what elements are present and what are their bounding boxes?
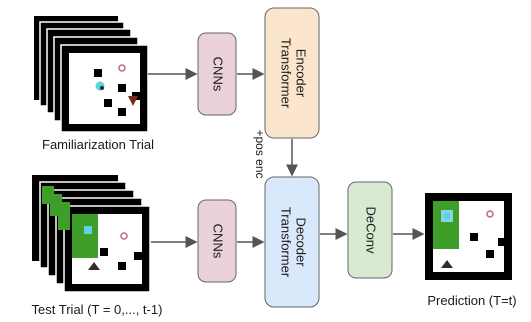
- familiarization-trial-label: Familiarization Trial: [42, 137, 154, 152]
- transformer-decoder-box: [264, 176, 320, 308]
- object-pink-icon: [120, 232, 128, 240]
- deconv-box: [347, 181, 393, 279]
- encoder-label-line2: Encoder: [294, 49, 309, 98]
- decoder-label-line2: Decoder: [294, 217, 309, 267]
- object-pink-icon: [486, 210, 494, 218]
- test-trial-frames: [32, 175, 151, 293]
- object-pink-icon: [118, 64, 126, 72]
- encoder-label-line1: Transformer: [279, 38, 294, 109]
- cnn-bottom-label: CNNs: [211, 224, 226, 259]
- agent-triangle-icon: [88, 262, 100, 270]
- cnn-bottom-box: [197, 199, 237, 283]
- transformer-encoder-box: [264, 7, 320, 139]
- prediction-label: Prediction (T=t): [427, 293, 516, 308]
- familiarization-trial-frames: [34, 16, 149, 133]
- test-trial-label: Test Trial (T = 0,..., t-1): [32, 302, 163, 317]
- deconv-label: DeConv: [364, 207, 379, 254]
- cnn-top-label: CNNs: [211, 57, 226, 92]
- goal-triangle-icon: [128, 96, 138, 106]
- prediction-frame: [425, 193, 512, 280]
- agent-triangle-icon: [441, 260, 453, 268]
- pos-enc-label: +pos enc: [253, 129, 267, 178]
- decoder-label-line1: Transformer: [279, 207, 294, 278]
- cnn-top-box: [197, 32, 237, 116]
